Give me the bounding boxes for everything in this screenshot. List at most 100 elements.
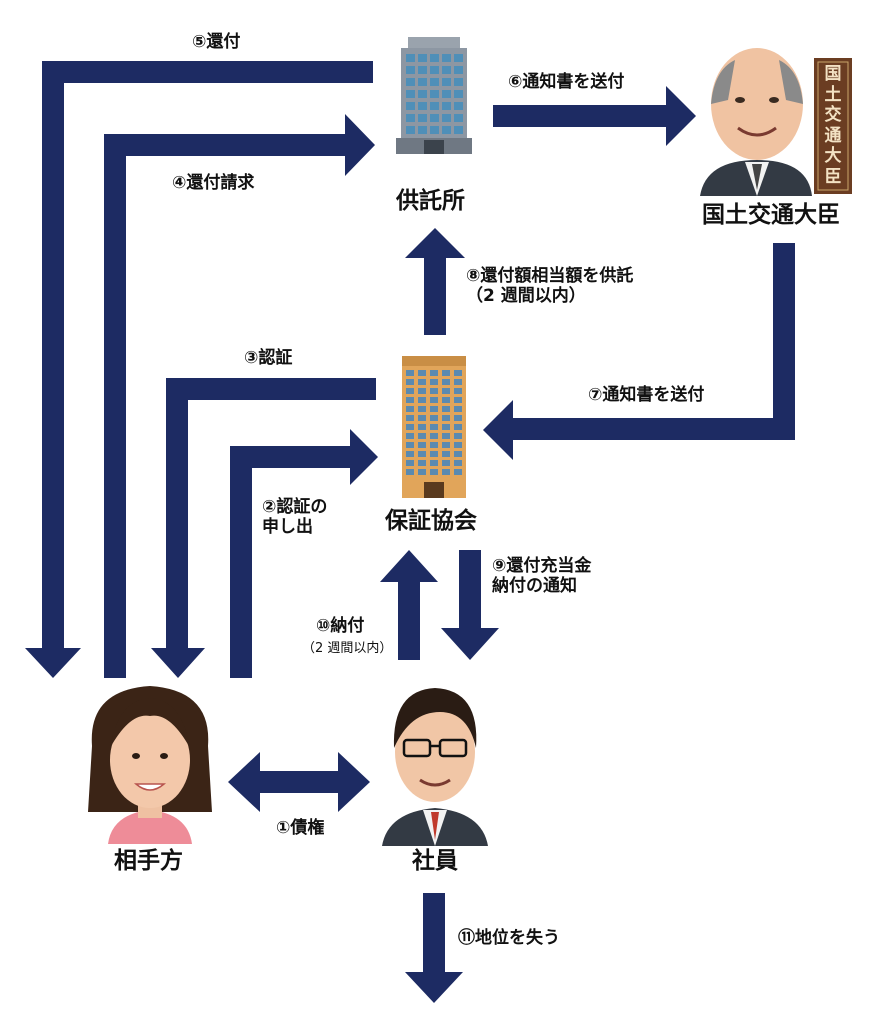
arrow-step-8	[405, 228, 465, 335]
office-window	[442, 102, 451, 110]
tower-window	[442, 415, 450, 421]
office-window	[454, 126, 463, 134]
office-window	[418, 54, 427, 62]
tower-window	[442, 451, 450, 457]
office-window	[430, 54, 439, 62]
tower-window	[430, 442, 438, 448]
tower-window	[454, 397, 462, 403]
office-window	[418, 66, 427, 74]
tower-window	[442, 388, 450, 394]
arrow-step-6	[493, 86, 696, 146]
tower-window	[454, 469, 462, 475]
arrow-step-10	[380, 550, 438, 660]
arrow-step-7	[483, 243, 795, 460]
office-window	[454, 78, 463, 86]
office-window	[454, 90, 463, 98]
office-window	[406, 54, 415, 62]
office-window	[430, 90, 439, 98]
node-minister-label: 国土交通大臣	[702, 202, 840, 228]
tower-window	[442, 424, 450, 430]
tower-window	[406, 406, 414, 412]
node-association-label: 保証協会	[385, 508, 477, 534]
office-window	[418, 78, 427, 86]
office-window	[442, 66, 451, 74]
office-window	[430, 78, 439, 86]
step-7-label: ⑦通知書を送付	[588, 385, 705, 405]
tower-window	[454, 451, 462, 457]
man-glasses-portrait-icon	[382, 688, 488, 846]
tower-window	[418, 451, 426, 457]
office-window	[406, 114, 415, 122]
tower-window	[430, 460, 438, 466]
tower-window	[442, 469, 450, 475]
tower-window	[454, 370, 462, 376]
tower-window	[418, 406, 426, 412]
office-window	[418, 90, 427, 98]
tower-window	[406, 451, 414, 457]
tower-window	[406, 433, 414, 439]
tower-window	[454, 460, 462, 466]
tower-window	[430, 433, 438, 439]
tower-window	[454, 379, 462, 385]
step-11-label: ⑪地位を失う	[458, 928, 560, 948]
step-3-label: ③認証	[244, 348, 293, 368]
minister-portrait-icon	[700, 48, 812, 196]
arrow-step-11	[405, 893, 463, 1003]
office-window	[430, 126, 439, 134]
tower-window	[406, 469, 414, 475]
office-window	[418, 126, 427, 134]
tower-window	[454, 442, 462, 448]
arrow-step-1	[228, 752, 370, 812]
arrow-step-2	[230, 429, 378, 678]
office-window	[442, 126, 451, 134]
tower-window	[430, 451, 438, 457]
office-window	[406, 90, 415, 98]
node-depository-label: 供託所	[396, 188, 465, 214]
office-window	[406, 102, 415, 110]
tower-window	[418, 397, 426, 403]
tower-window	[454, 388, 462, 394]
tower-building-icon	[402, 356, 466, 498]
tower-window	[454, 433, 462, 439]
office-window	[406, 126, 415, 134]
office-window	[454, 114, 463, 122]
step-8-label: ⑧還付額相当額を供託 （2 週間以内）	[466, 266, 634, 307]
step-5-label: ⑤還付	[192, 32, 241, 52]
tower-window	[418, 442, 426, 448]
minister-nameplate	[814, 58, 852, 194]
office-window	[406, 78, 415, 86]
tower-window	[430, 469, 438, 475]
tower-window	[430, 424, 438, 430]
tower-window	[430, 379, 438, 385]
tower-window	[406, 397, 414, 403]
tower-window	[442, 442, 450, 448]
tower-window	[418, 469, 426, 475]
step-9-label: ⑨還付充当金 納付の通知	[492, 556, 592, 597]
tower-window	[406, 370, 414, 376]
tower-window	[430, 388, 438, 394]
plaque-text: 国土交通大臣	[824, 64, 842, 187]
office-window	[418, 114, 427, 122]
arrow-step-3	[151, 378, 376, 678]
tower-window	[430, 406, 438, 412]
tower-window	[406, 424, 414, 430]
office-window	[430, 66, 439, 74]
tower-window	[406, 379, 414, 385]
tower-window	[406, 460, 414, 466]
tower-window	[442, 433, 450, 439]
arrow-step-5	[25, 61, 373, 678]
step-10-note: （2 週間以内）	[302, 641, 393, 656]
office-window	[430, 102, 439, 110]
office-window	[418, 102, 427, 110]
tower-window	[454, 415, 462, 421]
step-4-label: ④還付請求	[172, 173, 255, 193]
tower-window	[406, 415, 414, 421]
tower-window	[418, 433, 426, 439]
office-window	[454, 102, 463, 110]
tower-window	[406, 388, 414, 394]
office-window	[430, 114, 439, 122]
tower-window	[442, 406, 450, 412]
step-2-label: ②認証の 申し出	[262, 497, 328, 538]
